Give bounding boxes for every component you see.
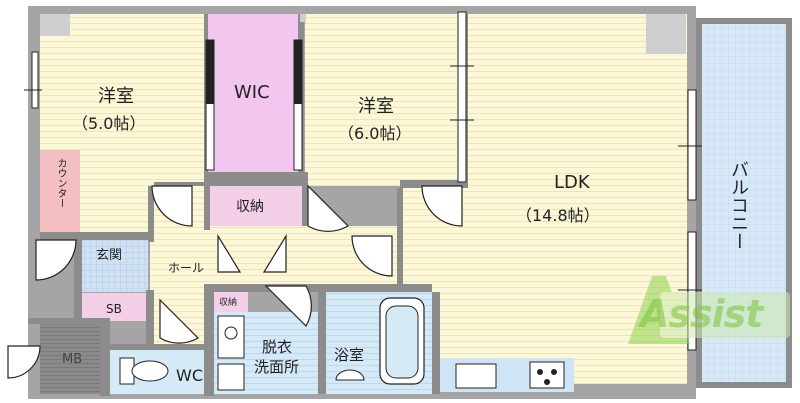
wic-name: WIC: [234, 82, 270, 103]
entrance-floor: [82, 240, 148, 292]
small-storage-floor: [214, 292, 248, 312]
western-room-2-floor: [305, 14, 462, 186]
column: [646, 14, 686, 54]
balcony-name: バルコニー: [728, 160, 749, 250]
watermark-logo: [628, 276, 790, 344]
western-room-1-name: 洋室: [98, 86, 134, 107]
meter-box-name: MB: [62, 352, 83, 367]
basin-bowl: [224, 326, 238, 340]
stove-burners: [537, 369, 557, 385]
kitchen-sink: [455, 363, 497, 389]
wic-floor: [206, 14, 300, 174]
ldk-size: （14.8帖）: [516, 206, 600, 225]
toilet-bowl: [131, 360, 169, 382]
column: [40, 14, 70, 36]
washing-machine-space: [217, 363, 245, 391]
entrance-name: 玄関: [96, 248, 123, 263]
western-room-2-name: 洋室: [358, 96, 394, 117]
toilet-name: WC: [176, 366, 203, 385]
washroom-name: 脱衣: [262, 338, 293, 356]
bathtub-inner: [385, 305, 419, 379]
ldk-name: LDK: [554, 172, 590, 193]
column: [300, 14, 306, 22]
washroom-name-2: 洗面所: [254, 358, 300, 376]
shower-icon: [335, 369, 365, 381]
western-room-1-size: （5.0帖）: [72, 114, 146, 133]
storage-floor: [206, 186, 302, 226]
storage-name: 収納: [236, 199, 264, 215]
counter-name: カウンター: [55, 158, 66, 208]
small-storage-name: 収納: [219, 298, 238, 308]
western-room-2-size: （6.0帖）: [338, 124, 412, 143]
counter-area: [40, 150, 80, 232]
doors: [7, 184, 463, 379]
washbasin: [217, 315, 245, 359]
window-ticks: [24, 65, 702, 291]
watermark-text: Assist: [640, 292, 763, 336]
meter-box-floor: [40, 322, 100, 394]
closet-door-bars: [206, 40, 302, 104]
shoe-box-name: SB: [106, 302, 122, 316]
shoe-box-floor: [82, 293, 146, 321]
bathroom-name: 浴室: [334, 346, 365, 364]
hall-name: ホール: [168, 261, 205, 275]
